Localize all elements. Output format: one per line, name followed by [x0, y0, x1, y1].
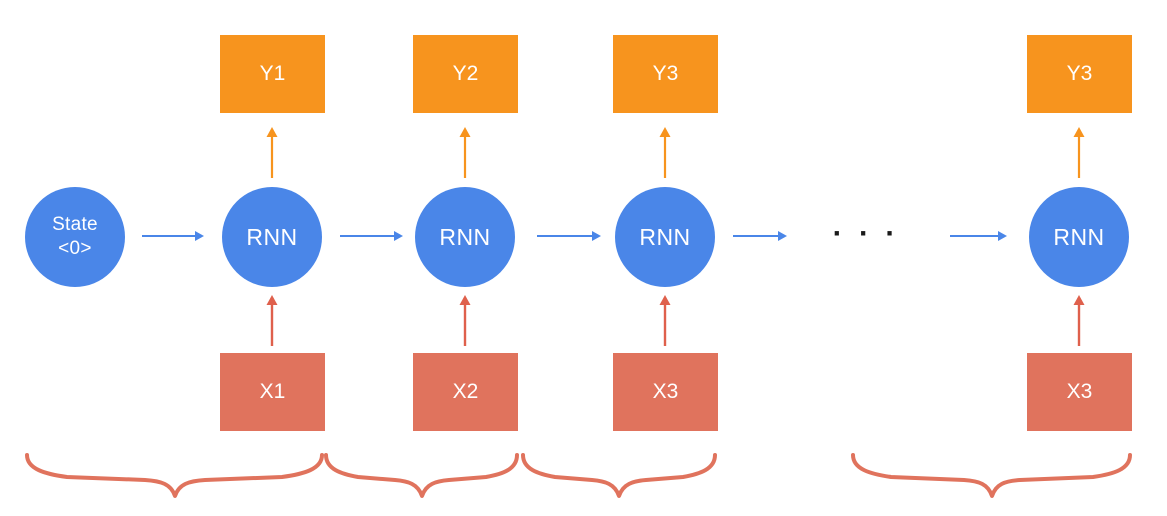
initial-state-node: State <0>	[25, 187, 125, 287]
rnn-node-3: RNN	[615, 187, 715, 287]
output-box-4-label: Y3	[1066, 62, 1093, 85]
output-box-3: Y3	[613, 35, 718, 113]
input-box-1-label: X1	[259, 380, 286, 403]
brace-segment-3	[521, 453, 717, 498]
rnn-node-4-label: RNN	[1053, 223, 1105, 250]
brace-segment-2	[324, 453, 519, 498]
rnn-node-4: RNN	[1029, 187, 1129, 287]
brace-segment-1	[25, 453, 324, 498]
output-box-1: Y1	[220, 35, 325, 113]
rnn-node-2-label: RNN	[439, 223, 491, 250]
input-box-4-label: X3	[1066, 380, 1093, 403]
output-box-3-label: Y3	[652, 62, 679, 85]
rnn-node-3-label: RNN	[639, 223, 691, 250]
output-box-4: Y3	[1027, 35, 1132, 113]
rnn-node-1-label: RNN	[246, 223, 298, 250]
brace-segment-4	[851, 453, 1132, 498]
input-box-2: X2	[413, 353, 518, 431]
output-box-2-label: Y2	[452, 62, 479, 85]
rnn-node-2: RNN	[415, 187, 515, 287]
ellipsis-dots: · · ·	[832, 217, 900, 250]
input-box-4: X3	[1027, 353, 1132, 431]
rnn-node-1: RNN	[222, 187, 322, 287]
output-box-1-label: Y1	[259, 62, 286, 85]
input-box-3-label: X3	[652, 380, 679, 403]
input-box-3: X3	[613, 353, 718, 431]
input-box-2-label: X2	[452, 380, 479, 403]
output-box-2: Y2	[413, 35, 518, 113]
input-box-1: X1	[220, 353, 325, 431]
initial-state-label: State <0>	[52, 214, 98, 259]
